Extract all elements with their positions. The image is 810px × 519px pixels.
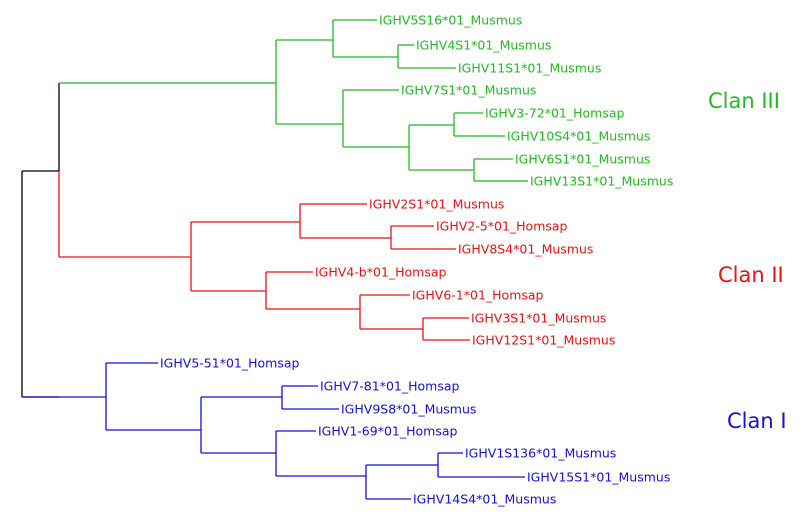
leaf-label: IGHV15S1*01_Musmus (527, 470, 670, 485)
root-branches (21, 83, 60, 398)
leaf-label: IGHV5S16*01_Musmus (379, 13, 522, 28)
leaf-label: IGHV6-1*01_Homsap (412, 288, 544, 303)
clan-iii-branches (59, 19, 528, 182)
leaf-label: IGHV10S4*01_Musmus (507, 129, 650, 144)
leaf-label: IGHV9S8*01_Musmus (341, 402, 476, 417)
clan-i-branches (22, 362, 525, 500)
clan-ii-label: Clan II (718, 263, 784, 287)
leaf-label: IGHV1-69*01_Homsap (318, 424, 457, 439)
leaf-label: IGHV13S1*01_Musmus (530, 174, 673, 189)
leaf-label: IGHV12S1*01_Musmus (472, 333, 615, 348)
leaf-label: IGHV2S1*01_Musmus (369, 197, 504, 212)
leaf-label: IGHV1S136*01_Musmus (465, 446, 616, 461)
clan-i-label: Clan I (727, 409, 787, 433)
leaf-label: IGHV4S1*01_Musmus (416, 38, 551, 53)
clan-i-leaf-labels: IGHV5-51*01_Homsap IGHV7-81*01_Homsap IG… (160, 356, 670, 507)
leaf-label: IGHV11S1*01_Musmus (458, 61, 601, 76)
leaf-label: IGHV3-72*01_Homsap (485, 106, 624, 121)
clan-iii-label: Clan III (708, 89, 780, 113)
leaf-label: IGHV2-5*01_Homsap (436, 219, 568, 234)
leaf-label: IGHV5-51*01_Homsap (160, 356, 299, 371)
clan-ii-leaf-labels: IGHV2S1*01_Musmus IGHV2-5*01_Homsap IGHV… (315, 197, 615, 348)
leaf-label: IGHV7S1*01_Musmus (401, 83, 536, 98)
leaf-label: IGHV4-b*01_Homsap (315, 265, 447, 280)
leaf-label: IGHV6S1*01_Musmus (515, 152, 650, 167)
leaf-label: IGHV14S4*01_Musmus (413, 492, 556, 507)
leaf-label: IGHV3S1*01_Musmus (471, 311, 606, 326)
leaf-label: IGHV8S4*01_Musmus (458, 242, 593, 257)
clan-ii-branches (58, 171, 470, 341)
clan-iii-leaf-labels: IGHV5S16*01_Musmus IGHV4S1*01_Musmus IGH… (379, 13, 673, 189)
leaf-label: IGHV7-81*01_Homsap (320, 379, 459, 394)
